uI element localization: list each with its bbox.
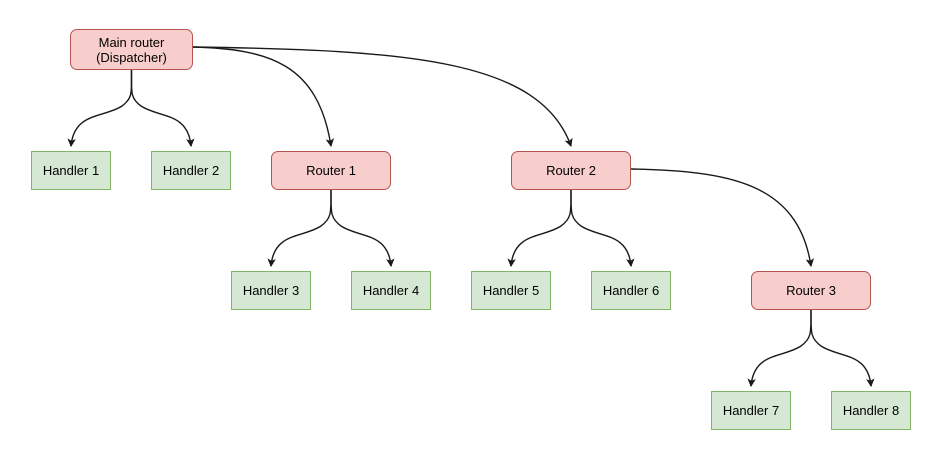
edge-router-1-to-handler-3 bbox=[267, 189, 332, 268]
node-handler-7[interactable]: Handler 7 bbox=[711, 391, 791, 430]
edge-main-to-handler-2 bbox=[130, 69, 195, 148]
node-router-3[interactable]: Router 3 bbox=[751, 271, 871, 310]
node-handler-5[interactable]: Handler 5 bbox=[471, 271, 551, 310]
node-router-1-label: Router 1 bbox=[306, 163, 356, 178]
node-handler-3-label: Handler 3 bbox=[242, 283, 300, 298]
node-main-router[interactable]: Main router (Dispatcher) bbox=[70, 29, 193, 70]
edge-router-2-to-handler-5 bbox=[507, 189, 572, 268]
node-handler-6[interactable]: Handler 6 bbox=[591, 271, 671, 310]
node-handler-1-label: Handler 1 bbox=[42, 163, 100, 178]
edge-router-2-to-handler-6 bbox=[570, 189, 635, 268]
edge-router-3-to-handler-8 bbox=[810, 309, 875, 388]
edge-main-to-router-1 bbox=[192, 46, 335, 148]
node-handler-2[interactable]: Handler 2 bbox=[151, 151, 231, 190]
node-handler-8[interactable]: Handler 8 bbox=[831, 391, 911, 430]
node-router-3-label: Router 3 bbox=[786, 283, 836, 298]
node-handler-1[interactable]: Handler 1 bbox=[31, 151, 111, 190]
node-router-2-label: Router 2 bbox=[546, 163, 596, 178]
edge-router-2-to-router-3 bbox=[630, 168, 815, 268]
node-main-router-label: Main router (Dispatcher) bbox=[96, 34, 167, 65]
node-handler-2-label: Handler 2 bbox=[162, 163, 220, 178]
node-router-1[interactable]: Router 1 bbox=[271, 151, 391, 190]
edge-router-3-to-handler-7 bbox=[747, 309, 812, 388]
node-handler-7-label: Handler 7 bbox=[722, 403, 780, 418]
node-handler-4-label: Handler 4 bbox=[362, 283, 420, 298]
node-router-2[interactable]: Router 2 bbox=[511, 151, 631, 190]
edge-router-1-to-handler-4 bbox=[330, 189, 395, 268]
node-handler-8-label: Handler 8 bbox=[842, 403, 900, 418]
node-handler-5-label: Handler 5 bbox=[482, 283, 540, 298]
node-handler-3[interactable]: Handler 3 bbox=[231, 271, 311, 310]
edge-main-to-router-2 bbox=[192, 46, 573, 148]
node-handler-6-label: Handler 6 bbox=[602, 283, 660, 298]
edge-main-to-handler-1 bbox=[67, 69, 133, 148]
node-handler-4[interactable]: Handler 4 bbox=[351, 271, 431, 310]
